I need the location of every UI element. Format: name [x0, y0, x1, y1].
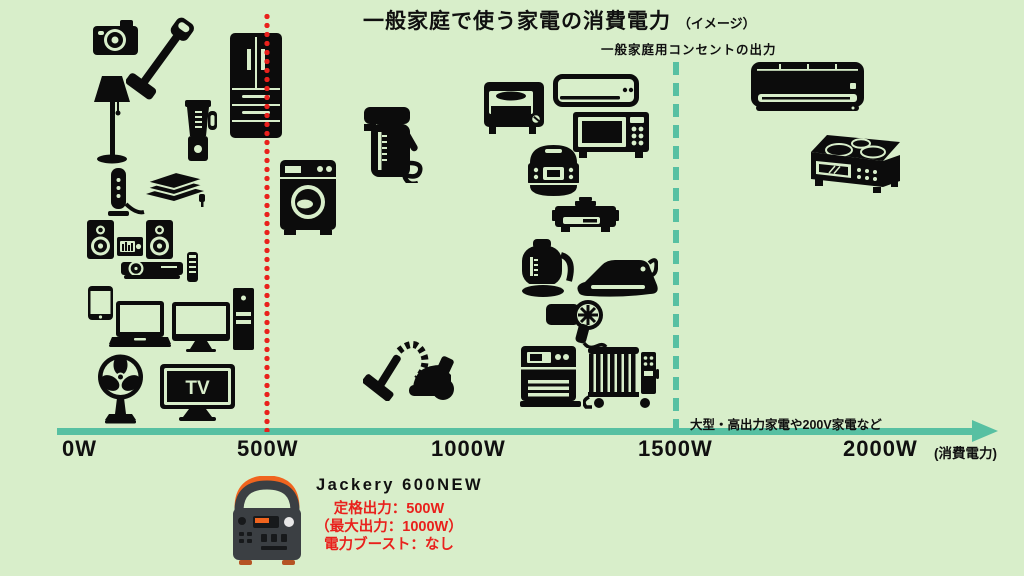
product-specs: 定格出力：500W （最大出力：1000W） 電力ブースト：なし: [303, 500, 475, 554]
1500w-teal-dashed-line: [673, 62, 679, 430]
axis-unit-label: (消費電力): [934, 446, 997, 461]
electric-kettle-icon: [521, 237, 576, 298]
microwave-oven-icon: [573, 112, 649, 158]
tv-icon: TV: [160, 364, 235, 423]
vacuum-cleaner-icon: [363, 333, 457, 401]
500w-red-dotted-line: [264, 12, 270, 432]
iron-icon: [575, 255, 658, 301]
product-max-output: （最大出力：1000W）: [315, 519, 463, 535]
electric-blanket-icon: [144, 170, 206, 208]
page-title-text: 一般家庭で使う家電の消費電力: [363, 10, 671, 33]
floor-lamp-icon: [92, 76, 132, 164]
axis-tick-1000w: 1000W: [431, 436, 506, 461]
electric-pot-icon: [358, 107, 426, 183]
jackery-product-image: [231, 476, 303, 568]
electric-fan-icon: [96, 354, 145, 424]
refrigerator-icon: [230, 33, 282, 138]
electric-griddle-icon: [552, 197, 619, 235]
hair-dryer-icon: [546, 298, 612, 348]
axis-tick-500w: 500W: [237, 436, 299, 461]
audio-system-icon: [87, 220, 173, 259]
blender-icon: [182, 100, 218, 164]
laptop-icon: [109, 301, 171, 348]
dvd-player-icon: [121, 252, 199, 284]
camera-icon: [93, 20, 138, 55]
outlet-output-label: 一般家庭用コンセントの出力: [601, 43, 777, 57]
wifi-router-icon: [108, 168, 148, 218]
air-conditioner-icon: [553, 74, 639, 108]
toaster-oven-icon: [484, 82, 544, 134]
page-title-note: （イメージ）: [677, 16, 756, 31]
desktop-pc-icon: [172, 288, 254, 352]
smartphone-icon: [88, 286, 113, 320]
axis-arrow-icon: [972, 420, 998, 442]
product-name: Jackery 600NEW: [316, 476, 484, 494]
oil-heater-icon: [583, 347, 659, 409]
axis-tick-1500w: 1500W: [638, 436, 713, 461]
ih-cooktop-icon: [811, 135, 900, 197]
product-rated-output: 定格出力：500W: [333, 501, 445, 517]
page-title: 一般家庭で使う家電の消費電力 （イメージ）: [363, 5, 756, 35]
stick-vacuum-icon: [126, 12, 194, 107]
power-axis-line: [57, 428, 977, 435]
fan-heater-icon: [520, 346, 581, 408]
rice-cooker-icon: [526, 139, 581, 197]
axis-tick-2000w: 2000W: [843, 436, 918, 461]
washing-machine-icon: [280, 160, 336, 236]
tv-label: TV: [185, 378, 210, 399]
high-power-label: 大型・高出力家電や200V家電など: [690, 418, 882, 432]
product-power-boost: 電力ブースト：なし: [324, 537, 454, 553]
large-air-conditioner-icon: [751, 62, 864, 112]
axis-tick-0w: 0W: [62, 436, 97, 461]
